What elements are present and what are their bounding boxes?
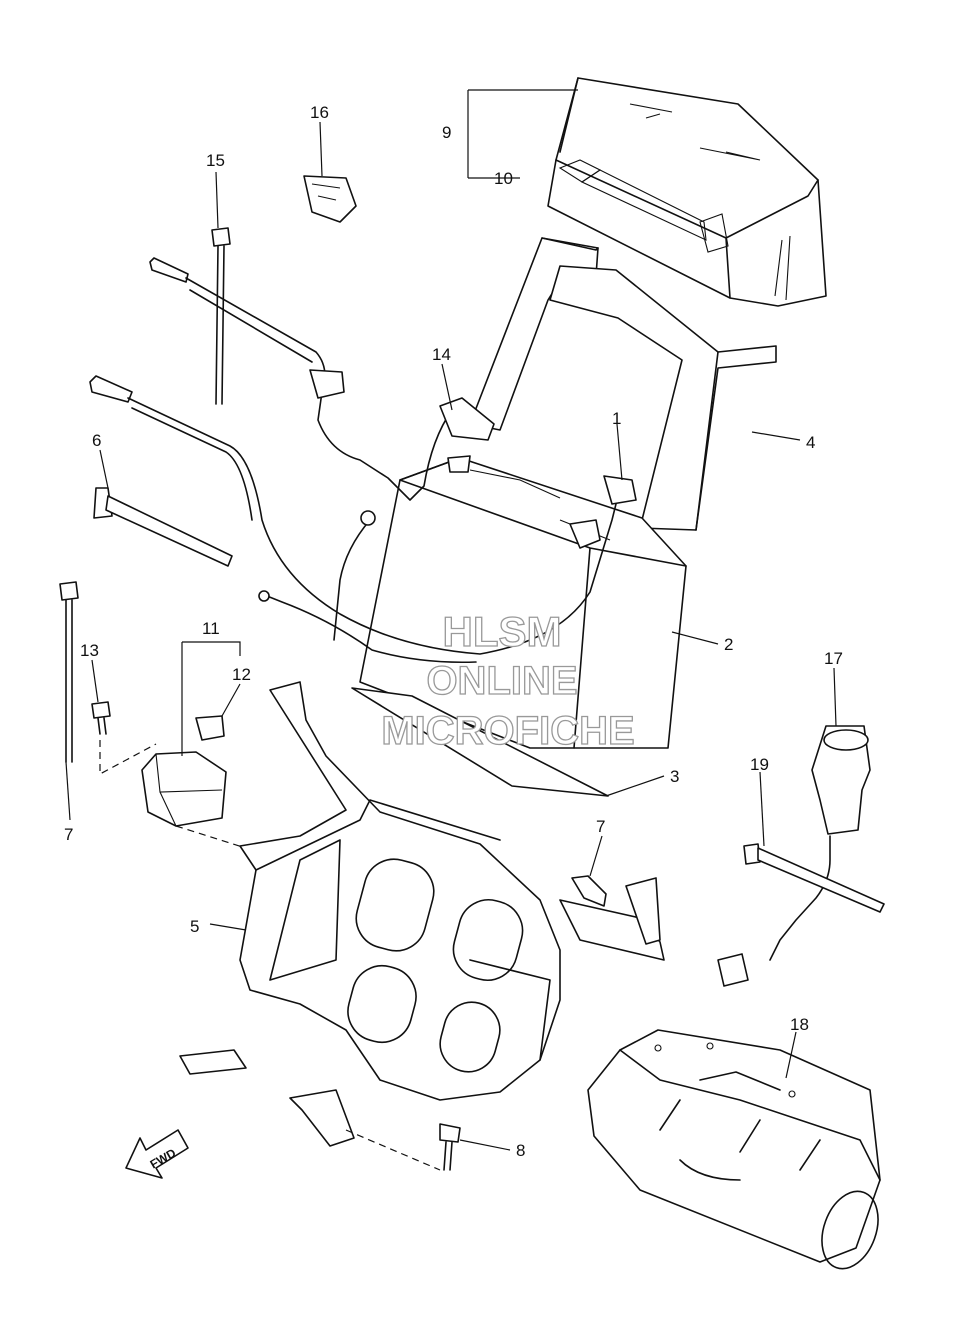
callout-6: 6 [92, 431, 101, 450]
callout-8: 8 [516, 1141, 525, 1160]
callout-10: 10 [494, 169, 513, 188]
clamp-16 [303, 175, 357, 223]
callout-7-bolt: 7 [596, 817, 605, 836]
battery-cover [547, 77, 827, 307]
forward-direction-arrow: FWD [125, 1129, 189, 1179]
cable-tie-19 [743, 843, 885, 913]
watermark-line1: HLSM [443, 608, 562, 655]
bolt-8 [439, 1123, 461, 1171]
callout-leaders [65, 89, 837, 1151]
watermark-line3: MICROFICHE [381, 709, 634, 753]
callout-1: 1 [612, 409, 621, 428]
callout-labels: 1 2 3 4 5 6 7 7 8 9 10 11 12 13 14 15 16… [64, 103, 843, 1160]
relay-assembly [141, 715, 253, 851]
watermark-line2: ONLINE [426, 659, 577, 703]
cable-tie-15 [211, 227, 231, 405]
battery-bracket [179, 681, 665, 1171]
callout-18: 18 [790, 1015, 809, 1034]
callout-15: 15 [206, 151, 225, 170]
callout-4: 4 [806, 433, 815, 452]
cable-tie-7-left [59, 581, 79, 763]
bolt-13 [91, 701, 157, 776]
callout-3: 3 [670, 767, 679, 786]
socket-17 [717, 725, 871, 987]
callout-9: 9 [442, 123, 451, 142]
callout-14: 14 [432, 345, 451, 364]
callout-19: 19 [750, 755, 769, 774]
callout-2: 2 [724, 635, 733, 654]
callout-11: 11 [202, 619, 220, 638]
battery-cables [89, 257, 637, 664]
callout-7-left: 7 [64, 825, 73, 844]
battery-plate [351, 687, 609, 797]
cable-tie-6 [93, 487, 233, 567]
bolt-7 [571, 875, 607, 907]
heat-shield-18 [587, 1029, 881, 1270]
callout-16: 16 [310, 103, 329, 122]
watermark: HLSM ONLINE MICROFICHE [381, 607, 636, 753]
battery [359, 455, 687, 749]
callout-13: 13 [80, 641, 99, 660]
callout-5: 5 [190, 917, 199, 936]
callout-17: 17 [824, 649, 843, 668]
callout-12: 12 [232, 665, 251, 684]
